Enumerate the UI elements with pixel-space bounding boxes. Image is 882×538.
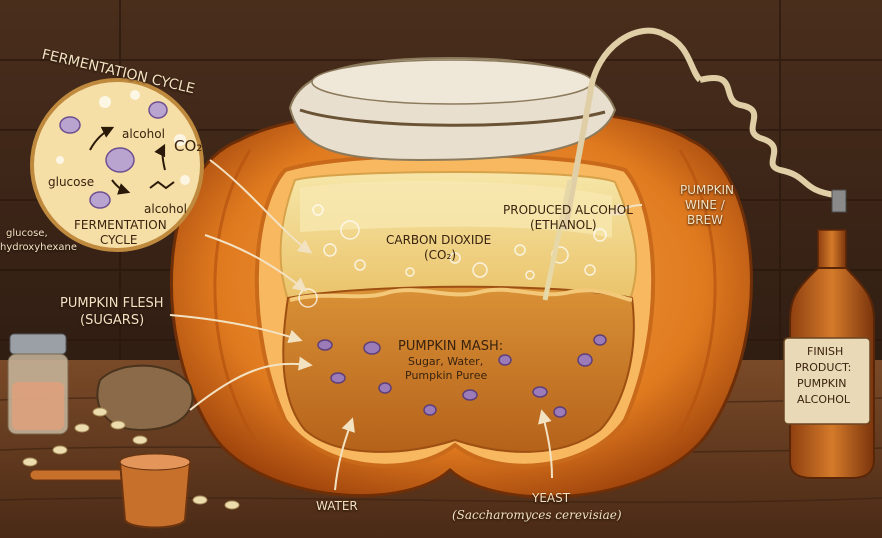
side-note-2: hydroxyhexane <box>0 242 77 254</box>
cycle-alcohol-top-label: alcohol <box>122 128 165 142</box>
pumpkin-wine-label-1: PUMPKIN <box>680 184 734 198</box>
cycle-alcohol-bottom-label: alcohol <box>144 203 187 217</box>
side-note-1: glucose, <box>6 228 48 240</box>
seed-sack <box>97 366 192 430</box>
produced-alcohol-label-2: (ETHANOL) <box>530 219 597 233</box>
cycle-glucose-label: glucose <box>48 176 94 190</box>
water-label: WATER <box>316 500 358 514</box>
pumpkin-wine-label-3: BREW <box>687 214 723 228</box>
mash-label-2: Sugar, Water, <box>408 356 483 369</box>
yeast-label-2: (Saccharomyces cerevisiae) <box>452 509 622 523</box>
co2-label-2: (CO₂) <box>424 249 456 263</box>
co2-label-1: CARBON DIOXIDE <box>386 234 491 248</box>
cloth-cover <box>290 58 615 160</box>
cycle-bottom-title-2: CYCLE <box>100 234 138 248</box>
spice-jar <box>8 334 68 434</box>
pumpkin-flesh-label-1: PUMPKIN FLESH <box>60 297 164 312</box>
spigot <box>832 190 846 212</box>
mash-label-1: PUMPKIN MASH: <box>398 340 503 355</box>
mash-label-3: Pumpkin Puree <box>405 370 487 383</box>
pumpkin-wine-label-2: WINE / <box>685 199 725 213</box>
yeast-label-1: YEAST <box>532 492 570 506</box>
cycle-bottom-title-1: FERMENTATION <box>74 219 167 233</box>
bottle-label-1: FINISH <box>807 346 843 359</box>
pumpkin <box>171 106 751 497</box>
bottle-label-4: ALCOHOL <box>797 394 850 407</box>
pumpkin-flesh-label-2: (SUGARS) <box>80 314 144 329</box>
produced-alcohol-label-1: PRODUCED ALCOHOL <box>503 204 633 218</box>
cycle-co2-label: CO₂ <box>174 138 202 155</box>
bottle-label-3: PUMPKIN <box>797 378 847 391</box>
bottle-label-2: PRODUCT: <box>795 362 851 375</box>
